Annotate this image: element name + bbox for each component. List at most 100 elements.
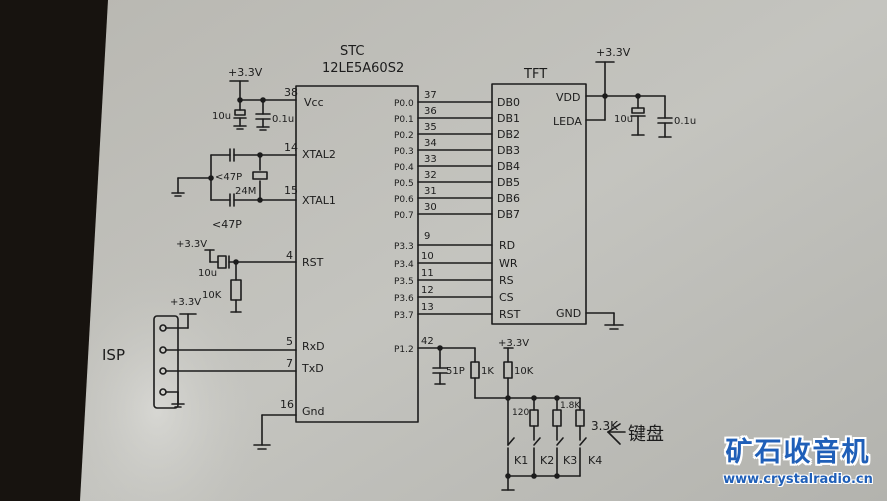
tft-pin: RST: [499, 308, 521, 321]
port-label: P0.4: [394, 163, 414, 173]
tft-pin: DB6: [497, 192, 520, 205]
pin-name: Vcc: [304, 96, 324, 109]
tft-pin: RS: [499, 274, 514, 287]
data-bus-wires: [417, 101, 493, 315]
pin-num: 30: [424, 202, 437, 213]
port-label: P0.3: [394, 147, 414, 157]
key-label: K3: [563, 454, 577, 467]
r1-8k-label: 1.8K: [560, 401, 581, 411]
port-label: P3.6: [394, 294, 414, 304]
rst-cap-label: 10u: [198, 268, 217, 279]
key-pullup-supply-label: +3.3V: [498, 338, 529, 349]
tft-pin: LEDA: [553, 115, 582, 128]
pin-num: 14: [284, 141, 298, 154]
tft-pin: WR: [499, 257, 518, 270]
isp-supply-label: +3.3V: [170, 297, 201, 308]
pin-name: TxD: [301, 362, 324, 375]
rst-res-label: 10K: [202, 290, 222, 301]
pin-num: 10: [421, 251, 434, 262]
mcu-part: 12LE5A60S2: [322, 61, 404, 76]
pin-num: 5: [286, 335, 293, 348]
vcc-cap-elec-label: 10u: [212, 111, 231, 122]
port-label: P0.6: [394, 195, 414, 205]
r120-label: 120: [512, 408, 529, 418]
port-label: P3.3: [394, 242, 414, 252]
key-res-1k-label: 1K: [481, 366, 494, 377]
mcu-vendor: STC: [340, 44, 365, 59]
tft-cap-cer-label: 0.1u: [674, 116, 696, 127]
tft-pin: DB7: [497, 208, 520, 221]
junction-dots: [208, 93, 641, 479]
port-label: P0.5: [394, 179, 414, 189]
pin-num: 31: [424, 186, 437, 197]
tft-pin: GND: [556, 307, 581, 320]
crystal-circuit: [171, 148, 297, 207]
port-label: P3.5: [394, 277, 414, 287]
pin-num: 15: [284, 184, 298, 197]
port-label: P0.7: [394, 211, 414, 221]
paper-sheet: [80, 0, 887, 501]
crystal-label: 24M: [235, 186, 256, 197]
r3-3k-label: 3.3K: [591, 419, 619, 433]
tft-pin: RD: [499, 239, 515, 252]
pin-name: Gnd: [302, 405, 324, 418]
pin-num: 33: [424, 154, 437, 165]
pin-num: 37: [424, 90, 437, 101]
pin-num: 12: [421, 285, 434, 296]
port-label: P3.4: [394, 260, 414, 270]
keyboard-note: 键盘: [628, 424, 664, 445]
pin-name: XTAL2: [302, 148, 336, 161]
mcu-body: [295, 85, 419, 423]
tft-pin: DB3: [497, 144, 520, 157]
port-label: P0.1: [394, 115, 414, 125]
port-label: P3.7: [394, 311, 414, 321]
vcc-decoupling: [229, 80, 297, 131]
key-label: K4: [588, 454, 602, 467]
xtal-cap-top-label: <47P: [215, 172, 242, 183]
vcc-cap-cer-label: 0.1u: [272, 114, 294, 125]
pin-num: 35: [424, 122, 437, 133]
tft-supply-label: +3.3V: [596, 46, 631, 59]
pin-num: 9: [424, 231, 430, 242]
tft-pin: DB1: [497, 112, 520, 125]
watermark: 矿石收音机 www.crystalradio.cn: [712, 436, 884, 498]
isp-label: ISP: [102, 346, 125, 364]
pin-num: 42: [421, 336, 434, 347]
tft-pin: DB0: [497, 96, 520, 109]
tft-pin: DB5: [497, 176, 520, 189]
pin-name: RST: [302, 256, 324, 269]
tft-pin: DB2: [497, 128, 520, 141]
pin-num: 11: [421, 268, 434, 279]
vcc-supply-label: +3.3V: [228, 66, 263, 79]
tft-cap-elec-label: 10u: [614, 114, 633, 125]
key-circuit: [417, 347, 626, 491]
rst-supply-label: +3.3V: [176, 239, 207, 250]
xtal-cap-bottom-label: <47P: [212, 218, 242, 231]
mcu-ground: [253, 414, 297, 450]
pin-num: 32: [424, 170, 437, 181]
key-label: K1: [514, 454, 528, 467]
tft-body: [491, 83, 587, 325]
pin-num: 34: [424, 138, 437, 149]
pin-num: 7: [286, 357, 293, 370]
tft-title: TFT: [523, 67, 547, 82]
key-label: K2: [540, 454, 554, 467]
pin-num: 4: [286, 249, 293, 262]
pin-num: 36: [424, 106, 437, 117]
port-label: P1.2: [394, 345, 414, 355]
tft-pin: VDD: [556, 91, 580, 104]
key-cap-label: 51P: [446, 366, 465, 377]
pin-name: XTAL1: [302, 194, 336, 207]
pin-name: RxD: [302, 340, 325, 353]
tft-power: [585, 61, 673, 330]
pin-num: 13: [421, 302, 434, 313]
tft-pin: CS: [499, 291, 514, 304]
reset-circuit: [204, 249, 297, 313]
key-pullup-label: 10K: [514, 366, 534, 377]
pin-num: 16: [280, 398, 294, 411]
port-label: P0.2: [394, 131, 414, 141]
pin-num: 38: [284, 86, 298, 99]
tft-pin: DB4: [497, 160, 520, 173]
port-label: P0.0: [394, 99, 414, 109]
